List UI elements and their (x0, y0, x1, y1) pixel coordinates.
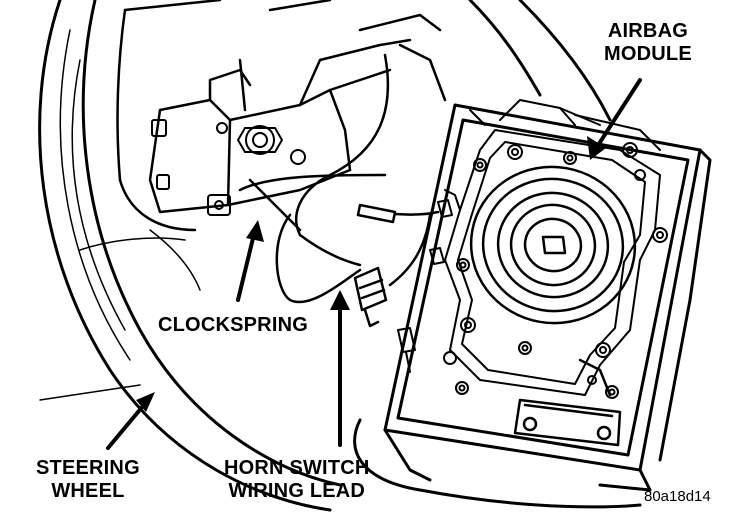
deployment-cover (469, 165, 637, 325)
arrow-heads (136, 136, 606, 412)
horn-switch-connector (353, 266, 388, 328)
airbag-module-label-line2: MODULE (604, 43, 692, 65)
clockspring-arrow-shaft (236, 228, 257, 302)
wiring-harness (238, 53, 440, 304)
steering-hub (116, 0, 447, 232)
airbag-module-housing (353, 103, 712, 509)
horn-switch-arrowhead (330, 290, 350, 310)
steering-wheel-label: STEERING WHEEL (36, 457, 140, 503)
airbag-module-plate (444, 99, 661, 396)
clockspring-arrowhead (246, 220, 264, 242)
steering-wheel-arrowhead (136, 392, 155, 412)
horn-switch-label-line1: HORN SWITCH (224, 457, 370, 479)
leader-arrows (106, 78, 642, 450)
airbag-module-label: AIRBAG MODULE (604, 20, 692, 66)
steering-wheel-rim (38, 0, 612, 512)
horn-switch-wiring-lead-label: HORN SWITCH WIRING LEAD (224, 457, 370, 503)
airbag-module-arrow-shaft (593, 78, 642, 152)
hub-fasteners (151, 119, 306, 216)
horn-switch-label-line2: WIRING LEAD (228, 480, 366, 502)
steering-wheel-label-line1: STEERING (36, 457, 140, 479)
steering-wheel-arrow-shaft (106, 398, 150, 450)
figure-code: 80a18d14 (644, 488, 711, 505)
module-mounting-bolts (443, 142, 668, 399)
airbag-module-arrowhead (587, 136, 606, 160)
airbag-module-label-line1: AIRBAG (607, 20, 688, 42)
steering-wheel-label-line2: WHEEL (51, 480, 125, 502)
clockspring-label: CLOCKSPRING (158, 314, 308, 336)
wheel-rim-shading (39, 29, 201, 401)
module-bottom-bracket (513, 358, 622, 447)
module-side-clips (397, 189, 461, 373)
